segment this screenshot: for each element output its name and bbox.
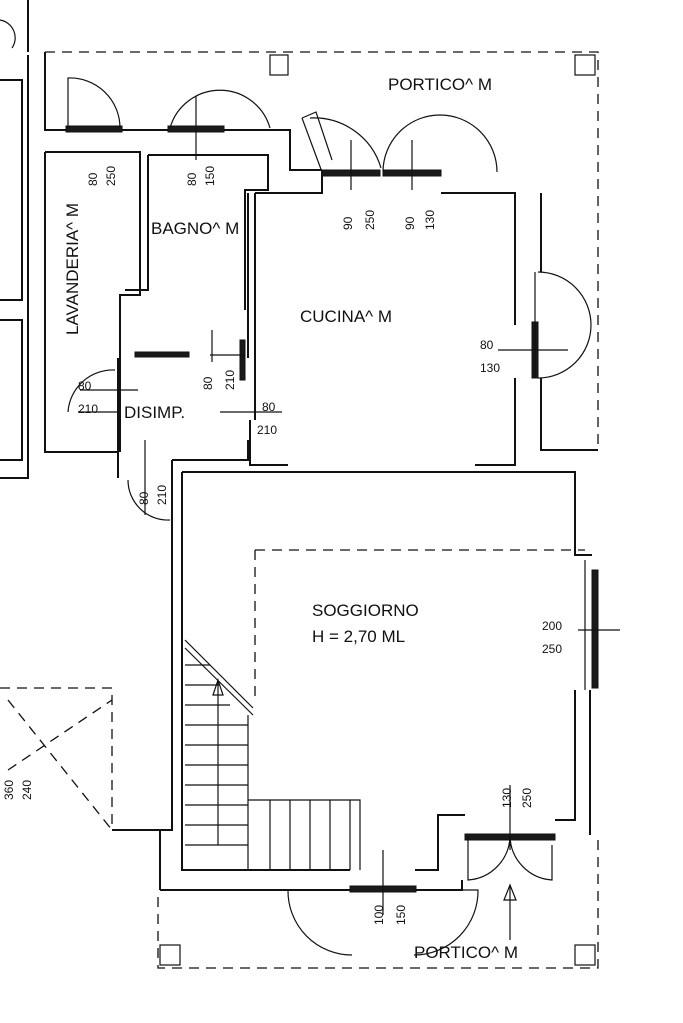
stairs — [184, 639, 361, 870]
disimp-left-height: 210 — [78, 402, 98, 416]
sogg-door-height: 250 — [520, 788, 534, 808]
cucina-door2-width: 90 — [403, 216, 417, 230]
walls — [0, 0, 598, 891]
cucina-door1-height: 250 — [363, 210, 377, 230]
bagno-label: BAGNO^ M — [151, 219, 239, 238]
portico-outlines — [0, 51, 599, 969]
disimp-right-width: 80 — [262, 400, 276, 414]
openings — [0, 19, 620, 956]
cucina-label: CUCINA^ M — [300, 307, 392, 326]
cucina-window-width: 80 — [480, 338, 494, 352]
bagno-door-height: 150 — [203, 166, 217, 186]
portico-top-label: PORTICO^ M — [388, 75, 492, 94]
lav-door-width: 80 — [86, 172, 100, 186]
cucina-door2-height: 130 — [423, 210, 437, 230]
disimp-bottom-width: 80 — [137, 491, 151, 505]
disimp-inner-width: 80 — [201, 376, 215, 390]
disimp-label: DISIMP. — [124, 403, 185, 422]
cucina-window-height: 130 — [480, 361, 500, 375]
column-posts — [159, 54, 596, 966]
portico-bottom-label: PORTICO^ M — [414, 943, 518, 962]
bagno-door-width: 80 — [185, 172, 199, 186]
sogg-window-width: 200 — [542, 619, 562, 633]
disimp-left-width: 80 — [78, 379, 92, 393]
disimp-right-height: 210 — [257, 423, 277, 437]
sogg-door-width: 130 — [500, 788, 514, 808]
sogg-window-height: 250 — [542, 642, 562, 656]
cucina-door1-width: 90 — [341, 216, 355, 230]
sogg-bottom-width: 100 — [372, 905, 386, 925]
soggiorno-height-label: H = 2,70 ML — [312, 627, 405, 646]
lav-door-height: 250 — [104, 166, 118, 186]
left-dim-a: 360 — [2, 780, 16, 800]
soggiorno-label: SOGGIORNO — [312, 601, 419, 620]
disimp-inner-height: 210 — [223, 370, 237, 390]
left-dim-b: 240 — [20, 780, 34, 800]
lavanderia-label: LAVANDERIA^ M — [63, 203, 82, 335]
sogg-bottom-height: 150 — [394, 905, 408, 925]
disimp-bottom-height: 210 — [155, 485, 169, 505]
